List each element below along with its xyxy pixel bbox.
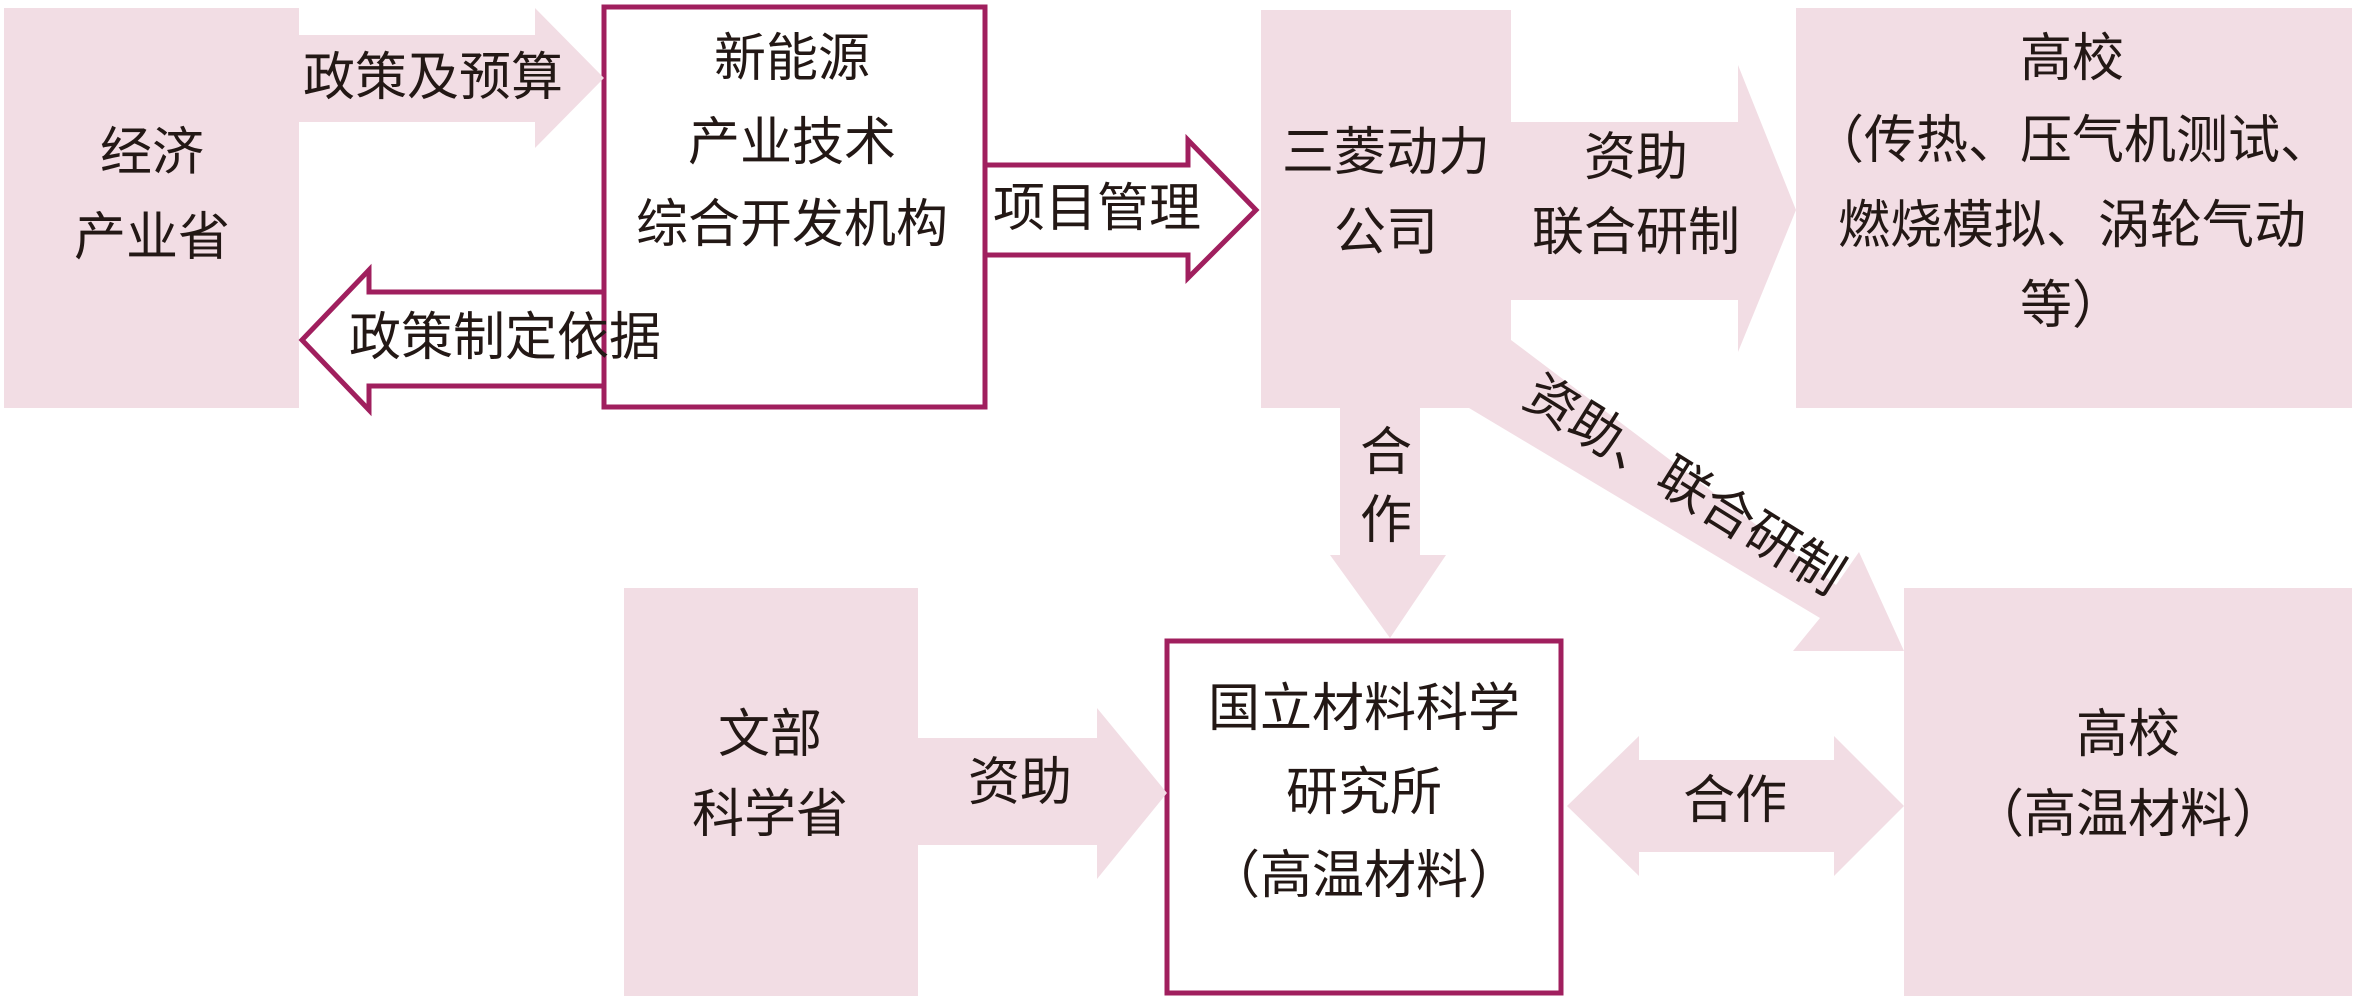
label-mext-fund: 资助 [968, 753, 1072, 813]
node-meti: 经济 产业省 [74, 123, 230, 268]
node-univ-top-box [1796, 8, 2352, 408]
node-mext: 文部 科学省 [692, 705, 848, 845]
label-policy-budget: 政策及预算 [303, 48, 563, 108]
label-cooperate-down-line-2: 作 [1360, 491, 1412, 551]
label-policy-basis: 政策制定依据 [349, 308, 661, 368]
node-meti-line-1: 经济 [100, 123, 204, 183]
node-nedo-line-2: 产业技术 [688, 113, 896, 173]
arrow-fund-joint-top [1511, 65, 1796, 352]
arrow-policy-basis [298, 263, 607, 417]
node-nedo: 新能源 产业技术 综合开发机构 [636, 29, 948, 255]
node-univ-top-line-3: 燃烧模拟、涡轮气动 [1838, 196, 2306, 256]
node-mhi-line-1: 三菱动力 [1282, 123, 1490, 183]
node-univ-top-line-4: 等） [2020, 276, 2124, 336]
node-nedo-box [601, 4, 988, 410]
node-nims: 国立材料科学 研究所 （高温材料） [1208, 679, 1520, 906]
node-mhi: 三菱动力 公司 [1282, 123, 1490, 263]
node-meti-box [4, 8, 299, 408]
node-nedo-line-1: 新能源 [714, 29, 870, 89]
label-project-mgmt: 项目管理 [993, 179, 1201, 239]
node-mext-box [624, 588, 918, 996]
arrow-policy-budget [299, 8, 604, 148]
node-univ-bottom-box [1904, 588, 2352, 996]
label-nims-univ: 合作 [1683, 771, 1787, 831]
arrow-mext-fund [918, 708, 1167, 879]
node-nims-line-3: （高温材料） [1208, 846, 1520, 906]
node-univ-bottom-line-2: （高温材料） [1972, 785, 2284, 845]
label-fund-joint-top-line-2: 联合研制 [1532, 203, 1740, 263]
arrow-fund-joint-diag [1469, 340, 1904, 651]
node-nedo-line-3: 综合开发机构 [636, 195, 948, 255]
arrow-project-mgmt [982, 133, 1260, 285]
node-univ-top-line-2: （传热、压气机测试、 [1812, 111, 2332, 171]
label-fund-joint-top-line-1: 资助 [1584, 128, 1688, 188]
node-mhi-line-2: 公司 [1334, 203, 1438, 263]
node-mext-line-2: 科学省 [692, 785, 848, 845]
label-fund-joint-top: 资助 联合研制 [1532, 128, 1740, 263]
node-univ-bottom-line-1: 高校 [2076, 705, 2180, 765]
node-univ-top: 高校 （传热、压气机测试、 燃烧模拟、涡轮气动 等） [1812, 29, 2332, 336]
node-univ-bottom: 高校 （高温材料） [1972, 705, 2284, 845]
arrow-cooperate-down [1330, 408, 1446, 638]
node-univ-top-line-1: 高校 [2020, 29, 2124, 89]
node-nims-line-2: 研究所 [1286, 763, 1442, 823]
node-nims-box [1164, 638, 1564, 996]
node-mext-line-1: 文部 [718, 705, 822, 765]
node-nims-line-1: 国立材料科学 [1208, 679, 1520, 739]
label-cooperate-down: 合 作 [1360, 423, 1412, 551]
arrow-nims-univ [1567, 736, 1904, 876]
node-meti-line-2: 产业省 [74, 208, 230, 268]
node-mhi-box [1261, 10, 1511, 408]
label-cooperate-down-line-1: 合 [1360, 423, 1412, 483]
